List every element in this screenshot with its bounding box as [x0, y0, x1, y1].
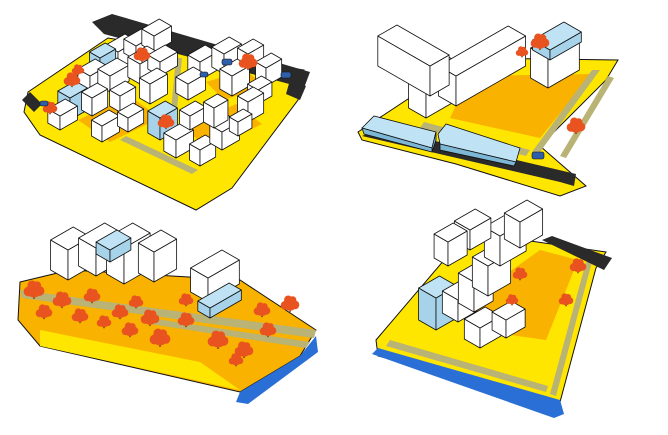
building [378, 25, 449, 96]
car-icon [200, 72, 208, 77]
panel-waterfront-park-row [18, 223, 318, 404]
building [504, 200, 542, 248]
panel-courtyard-with-tram [358, 22, 618, 196]
panel-urban-block-grid [22, 14, 310, 210]
car-icon [281, 72, 291, 78]
car-icon [40, 101, 48, 106]
panel-wedge-riverside-block [372, 200, 612, 418]
car-icon [532, 152, 544, 159]
car-icon [222, 59, 232, 65]
